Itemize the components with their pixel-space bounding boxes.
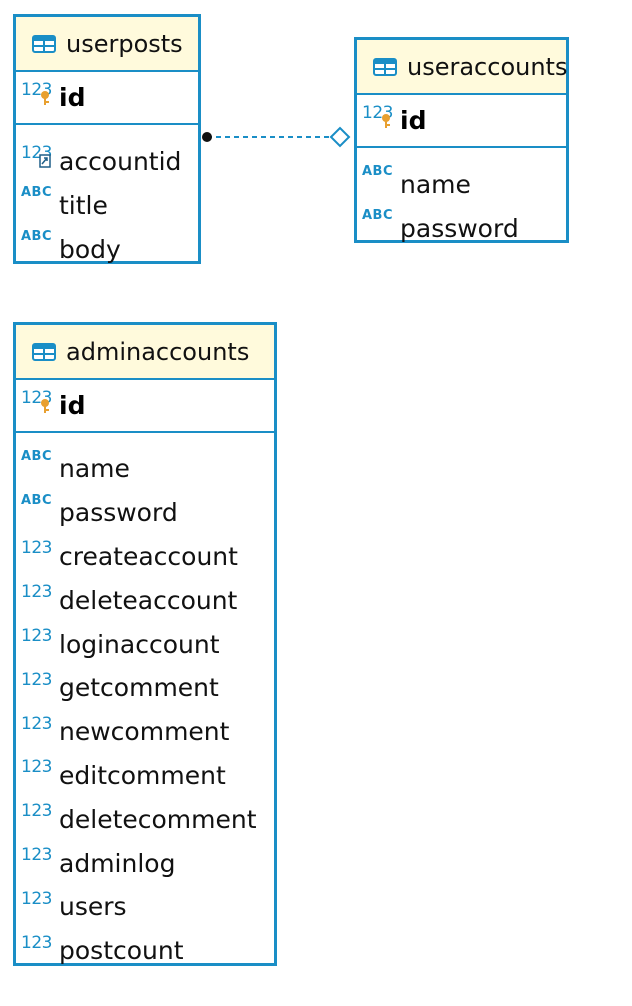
entity-header[interactable]: useraccounts	[357, 40, 568, 95]
fk-end-marker	[202, 132, 212, 142]
column-name: newcomment	[59, 717, 230, 747]
numeric-type-icon: 123	[21, 669, 52, 690]
numeric-type-icon: 123	[21, 845, 52, 866]
column-name: editcomment	[59, 760, 226, 790]
numeric-type-icon: 123	[21, 757, 52, 778]
entity-header[interactable]: userposts	[16, 17, 198, 72]
column-name: createaccount	[59, 541, 238, 571]
pk-column-name: id	[59, 391, 86, 420]
entity-adminaccounts[interactable]: adminaccounts 123 id ABC name ABC passwo…	[13, 322, 277, 966]
entity-useraccounts[interactable]: useraccounts 123 id ABC name ABC passwor…	[354, 37, 569, 243]
pk-column-name: id	[400, 106, 427, 135]
table-icon	[373, 57, 397, 76]
column-row[interactable]: 123 postcount	[16, 929, 274, 973]
primary-key-row[interactable]: 123 id	[357, 95, 566, 148]
primary-key-row[interactable]: 123 id	[16, 380, 274, 433]
numeric-type-icon: 123	[21, 801, 52, 822]
column-row[interactable]: ABC name	[16, 447, 274, 491]
entity-title: adminaccounts	[66, 337, 250, 366]
column-row[interactable]: 123 createaccount	[16, 535, 274, 579]
text-type-icon: ABC	[362, 164, 394, 179]
numeric-key-icon: 123	[21, 80, 55, 110]
column-row[interactable]: 123 deletecomment	[16, 797, 274, 841]
column-row[interactable]: 123 accountid	[16, 139, 198, 183]
entity-title: userposts	[66, 29, 183, 58]
numeric-type-icon: 123	[21, 713, 52, 734]
primary-key-row[interactable]: 123 id	[16, 72, 198, 125]
column-name: deletecomment	[59, 804, 257, 834]
table-icon	[32, 342, 56, 361]
column-row[interactable]: ABC body	[16, 227, 198, 271]
column-row[interactable]: ABC name	[357, 162, 566, 206]
numeric-fk-icon: 123	[21, 143, 55, 173]
column-name: name	[59, 454, 130, 484]
column-row[interactable]: ABC title	[16, 183, 198, 227]
text-type-icon: ABC	[362, 208, 394, 223]
column-row[interactable]: ABC password	[16, 491, 274, 535]
numeric-type-icon: 123	[21, 538, 52, 559]
column-row[interactable]: 123 loginaccount	[16, 622, 274, 666]
column-row[interactable]: 123 adminlog	[16, 841, 274, 885]
column-row[interactable]: 123 getcomment	[16, 666, 274, 710]
pk-column-name: id	[59, 83, 86, 112]
column-row[interactable]: 123 users	[16, 885, 274, 929]
column-row[interactable]: 123 editcomment	[16, 754, 274, 798]
pk-end-marker	[329, 126, 351, 148]
numeric-type-icon: 123	[21, 888, 52, 909]
numeric-type-icon: 123	[21, 582, 52, 603]
table-icon	[32, 34, 56, 53]
entity-userposts[interactable]: userposts 123 id 123 accountid ABC title…	[13, 14, 201, 264]
numeric-type-icon: 123	[21, 626, 52, 647]
text-type-icon: ABC	[21, 185, 53, 200]
numeric-type-icon: 123	[21, 932, 52, 953]
text-type-icon: ABC	[21, 448, 53, 464]
column-name: adminlog	[59, 848, 176, 878]
numeric-key-icon: 123	[21, 388, 55, 418]
column-name: users	[59, 892, 127, 922]
column-name: body	[59, 234, 121, 264]
numeric-key-icon: 123	[362, 103, 396, 133]
column-row[interactable]: ABC password	[357, 206, 566, 250]
entity-title: useraccounts	[407, 52, 568, 81]
text-type-icon: ABC	[21, 492, 53, 508]
column-name: accountid	[59, 146, 182, 176]
column-name: postcount	[59, 936, 184, 966]
column-name: name	[400, 169, 471, 199]
entity-header[interactable]: adminaccounts	[16, 325, 274, 380]
column-name: loginaccount	[59, 629, 220, 659]
column-name: password	[59, 498, 178, 528]
column-name: title	[59, 190, 108, 220]
column-name: password	[400, 213, 519, 243]
text-type-icon: ABC	[21, 229, 53, 244]
column-name: getcomment	[59, 673, 219, 703]
column-name: deleteaccount	[59, 585, 238, 615]
column-row[interactable]: 123 newcomment	[16, 710, 274, 754]
column-row[interactable]: 123 deleteaccount	[16, 578, 274, 622]
